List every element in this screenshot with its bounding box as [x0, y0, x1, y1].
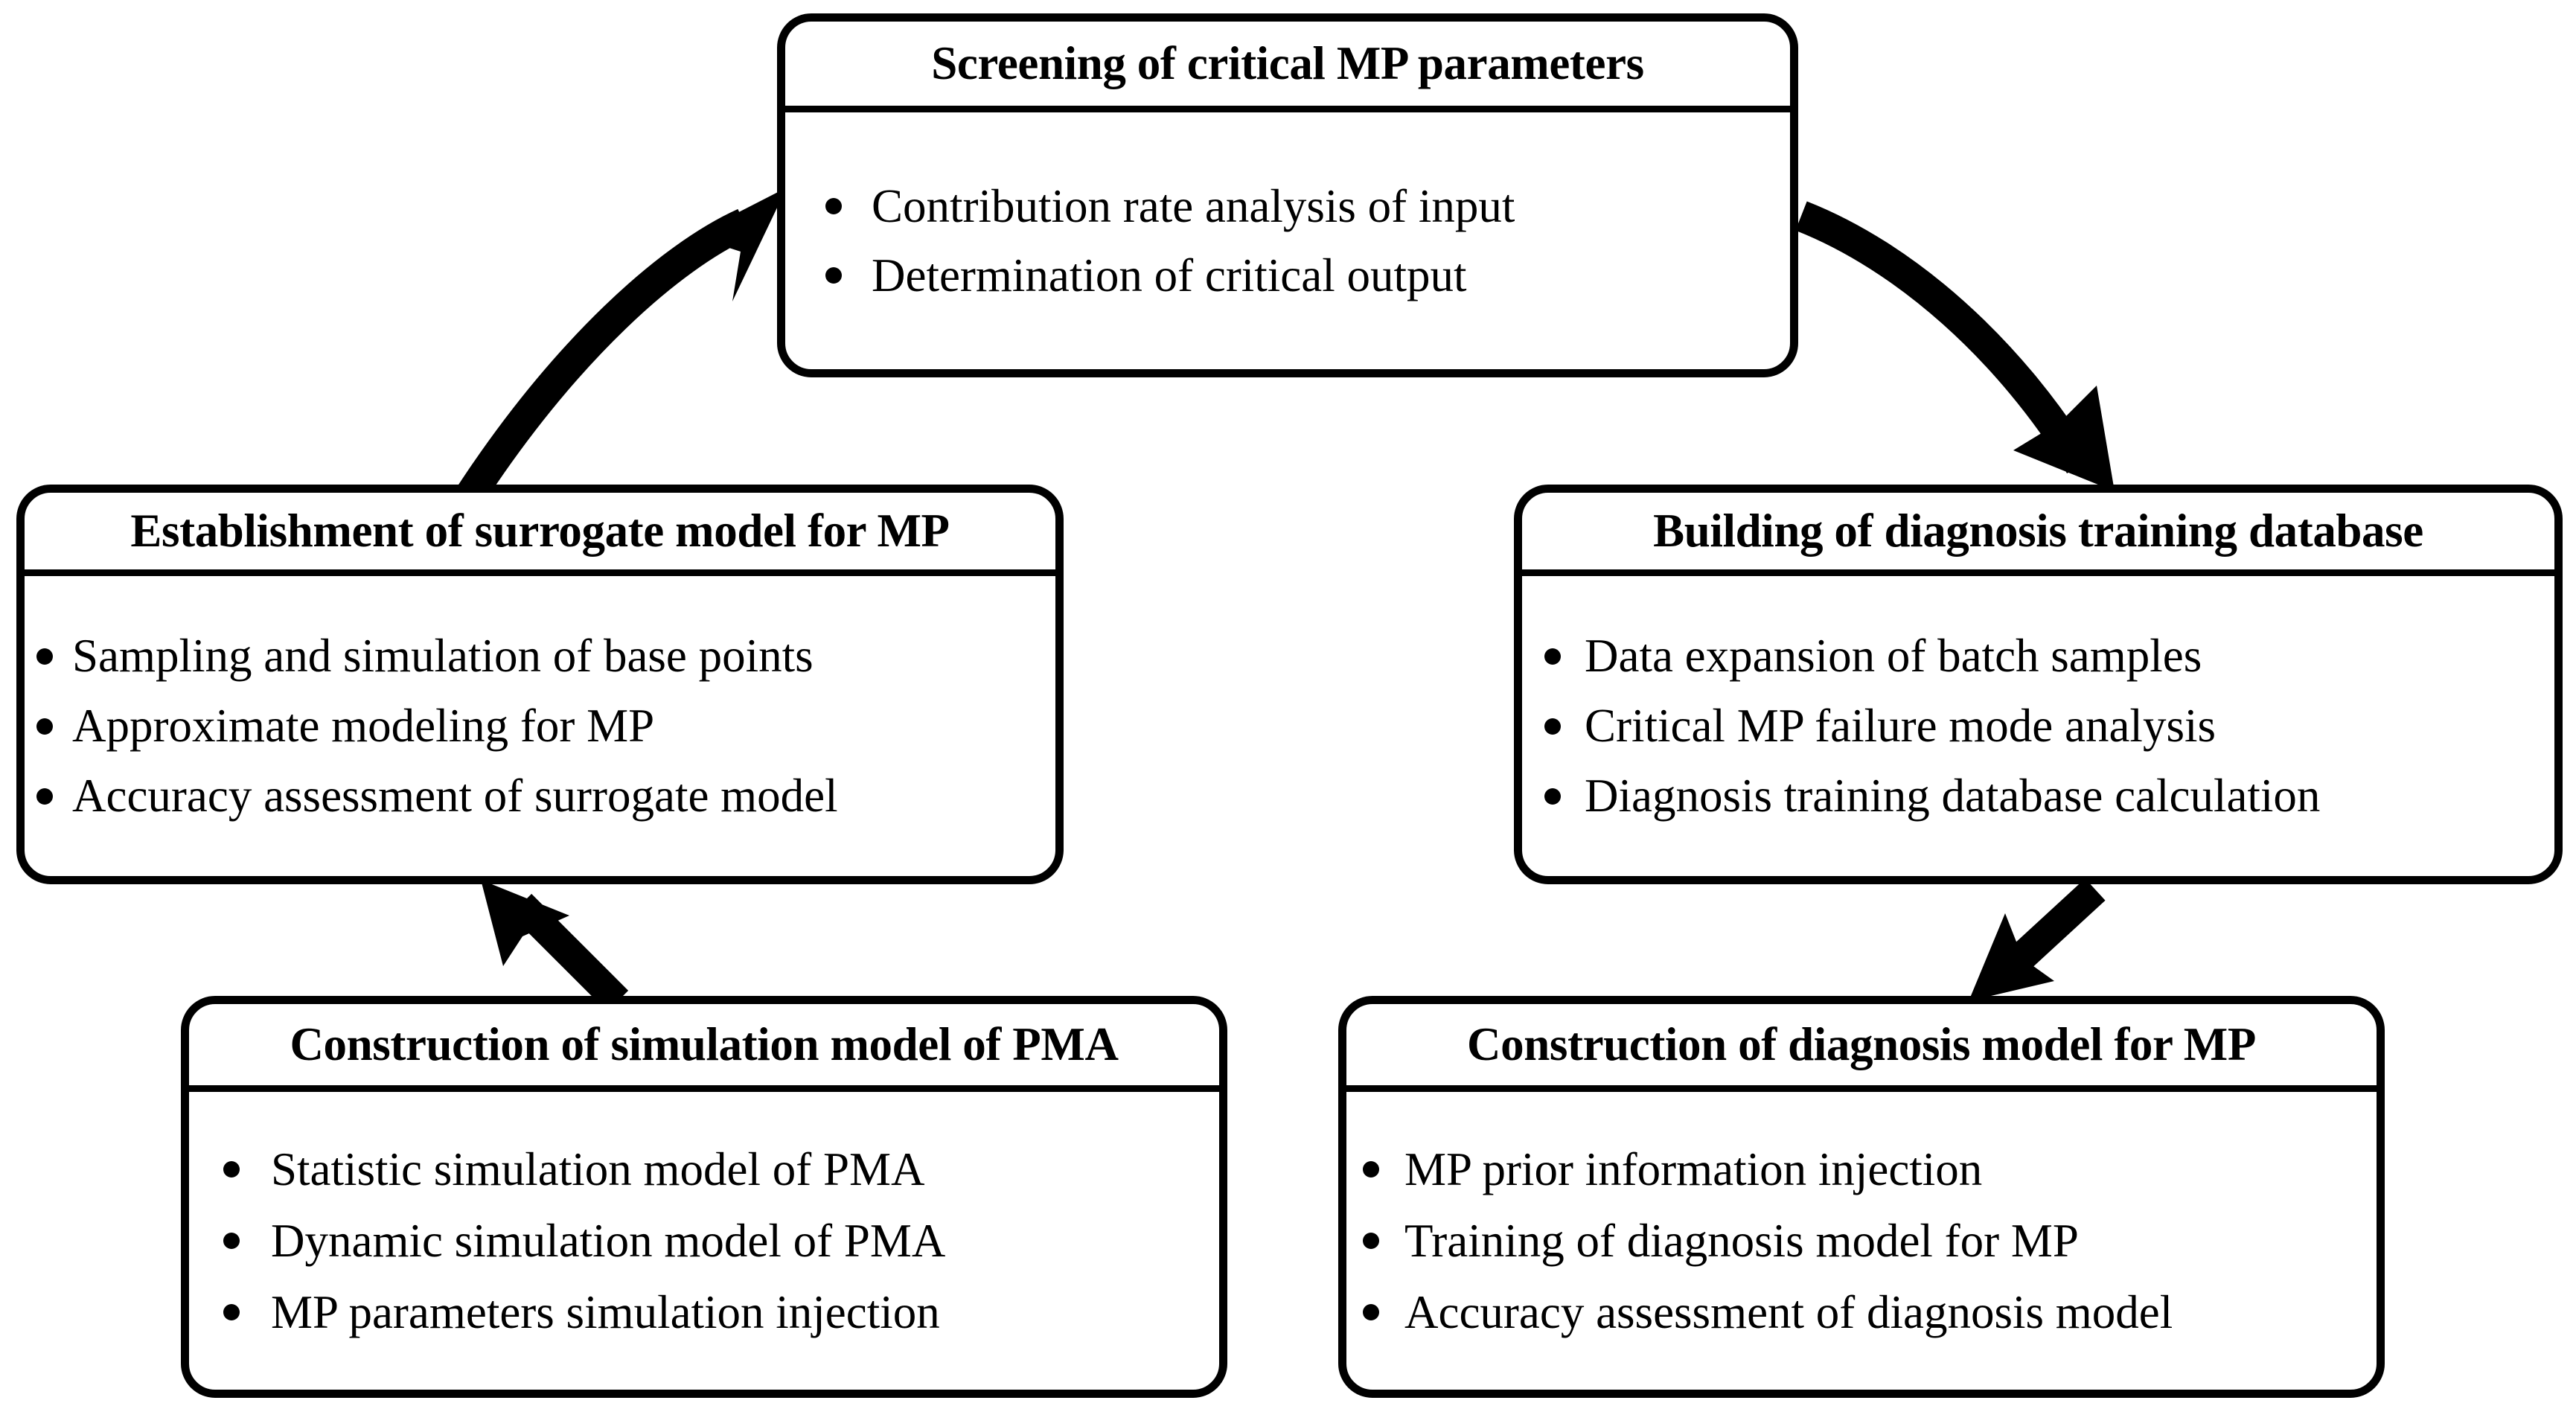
edge-surrogate-to-screening	[457, 188, 787, 504]
edge-screening-to-database	[1795, 201, 2115, 491]
list-item: MP parameters simulation injection	[223, 1285, 1219, 1338]
list-item: Critical MP failure mode analysis	[1544, 703, 2554, 750]
bullet-dot-icon	[1544, 648, 1561, 665]
node-title: Construction of simulation model of PMA	[290, 1018, 1119, 1070]
list-item-label: Sampling and simulation of base points	[72, 630, 814, 682]
bullet-dot-icon	[223, 1161, 240, 1178]
list-item-label: Training of diagnosis model for MP	[1404, 1214, 2079, 1267]
bullet-dot-icon	[1544, 787, 1561, 805]
node-header: Screening of critical MP parameters	[785, 22, 1790, 112]
node-header: Construction of simulation model of PMA	[189, 1004, 1219, 1092]
node-construction-of-diagnosis-model-for-mp[interactable]: Construction of diagnosis model for MP M…	[1338, 996, 2385, 1398]
list-item-label: Approximate modeling for MP	[72, 700, 655, 752]
bullet-dot-icon	[1544, 718, 1561, 735]
bullet-list: MP prior information injection Training …	[1363, 1122, 2377, 1361]
node-body: Statistic simulation model of PMA Dynami…	[189, 1092, 1219, 1390]
bullet-dot-icon	[223, 1233, 240, 1249]
list-item: Diagnosis training database calculation	[1544, 773, 2554, 819]
bullet-dot-icon	[223, 1304, 240, 1320]
node-title: Screening of critical MP parameters	[931, 37, 1644, 89]
list-item-label: Diagnosis training database calculation	[1585, 770, 2321, 822]
list-item-label: Statistic simulation model of PMA	[271, 1143, 925, 1195]
bullet-dot-icon	[825, 198, 842, 214]
node-title: Establishment of surrogate model for MP	[130, 505, 950, 557]
bullet-list: Statistic simulation model of PMA Dynami…	[223, 1122, 1219, 1361]
node-screening-of-critical-mp-parameters[interactable]: Screening of critical MP parameters Cont…	[777, 13, 1798, 377]
list-item-label: Determination of critical output	[872, 249, 1467, 301]
list-item-label: Accuracy assessment of diagnosis model	[1404, 1285, 2173, 1338]
node-body: Sampling and simulation of base points A…	[25, 576, 1055, 876]
list-item-label: Dynamic simulation model of PMA	[271, 1214, 946, 1267]
edge-simulation-to-surrogate	[481, 880, 629, 1012]
list-item: Sampling and simulation of base points	[36, 633, 1055, 680]
list-item-label: Contribution rate analysis of input	[872, 179, 1515, 232]
node-construction-of-simulation-model-of-pma[interactable]: Construction of simulation model of PMA …	[181, 996, 1227, 1398]
node-establishment-of-surrogate-model-for-mp[interactable]: Establishment of surrogate model for MP …	[16, 485, 1064, 884]
node-title: Construction of diagnosis model for MP	[1467, 1018, 2256, 1070]
bullet-dot-icon	[36, 787, 53, 805]
bullet-dot-icon	[1363, 1161, 1379, 1178]
bullet-list: Sampling and simulation of base points A…	[36, 610, 1055, 843]
list-item: MP prior information injection	[1363, 1146, 2377, 1193]
node-building-of-diagnosis-training-database[interactable]: Building of diagnosis training database …	[1514, 485, 2563, 884]
node-title: Building of diagnosis training database	[1653, 505, 2423, 557]
bullet-list: Data expansion of batch samples Critical…	[1544, 610, 2554, 843]
list-item: Contribution rate analysis of input	[825, 179, 1790, 232]
bullet-dot-icon	[36, 718, 53, 735]
node-header: Construction of diagnosis model for MP	[1346, 1004, 2377, 1092]
list-item: Accuracy assessment of diagnosis model	[1363, 1285, 2377, 1338]
bullet-dot-icon	[825, 267, 842, 284]
node-body: Data expansion of batch samples Critical…	[1522, 576, 2554, 876]
bullet-dot-icon	[36, 648, 53, 665]
list-item: Statistic simulation model of PMA	[223, 1146, 1219, 1193]
list-item: Approximate modeling for MP	[36, 703, 1055, 750]
list-item-label: Data expansion of batch samples	[1585, 630, 2202, 682]
bullet-list: Contribution rate analysis of input Dete…	[825, 161, 1790, 322]
bullet-dot-icon	[1363, 1304, 1379, 1320]
list-item: Determination of critical output	[825, 252, 1790, 299]
list-item: Training of diagnosis model for MP	[1363, 1214, 2377, 1267]
node-header: Establishment of surrogate model for MP	[25, 493, 1055, 576]
node-body: Contribution rate analysis of input Dete…	[785, 112, 1790, 369]
bullet-dot-icon	[1363, 1233, 1379, 1249]
list-item: Dynamic simulation model of PMA	[223, 1214, 1219, 1267]
list-item: Data expansion of batch samples	[1544, 633, 2554, 680]
node-body: MP prior information injection Training …	[1346, 1092, 2377, 1390]
list-item-label: Accuracy assessment of surrogate model	[72, 770, 838, 822]
list-item-label: MP parameters simulation injection	[271, 1285, 940, 1338]
list-item-label: Critical MP failure mode analysis	[1585, 700, 2216, 752]
node-header: Building of diagnosis training database	[1522, 493, 2554, 576]
edge-database-to-diagnosis	[1969, 878, 2106, 1001]
list-item-label: MP prior information injection	[1404, 1143, 1983, 1195]
list-item: Accuracy assessment of surrogate model	[36, 773, 1055, 819]
